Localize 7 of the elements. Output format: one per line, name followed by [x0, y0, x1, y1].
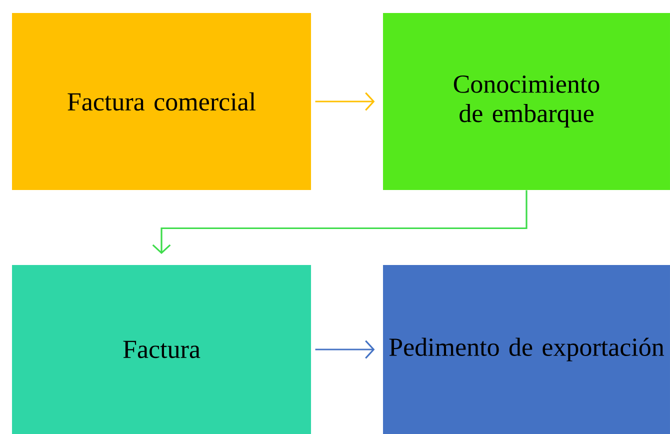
arrow	[152, 190, 528, 254]
process-box: Factura	[12, 265, 311, 434]
arrow	[315, 92, 375, 111]
process-box: Pedimento de exportación	[383, 265, 670, 434]
process-box: Conocimiento de embarque	[383, 13, 670, 190]
arrow	[315, 340, 375, 359]
process-box: Factura comercial	[12, 13, 311, 190]
